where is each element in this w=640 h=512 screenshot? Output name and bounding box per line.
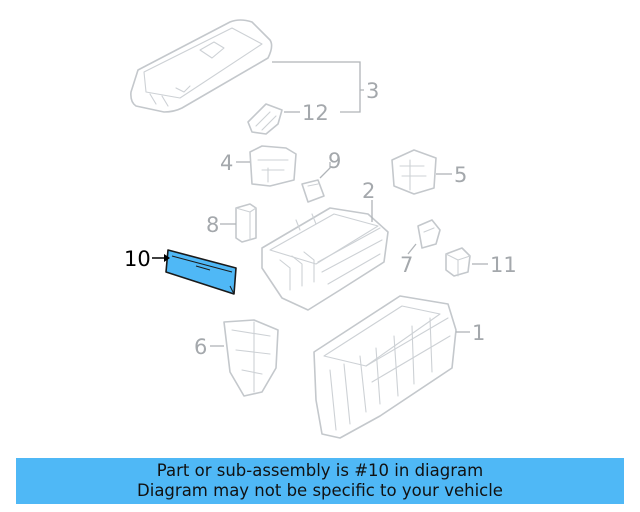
- part-9-fuse: [301, 179, 325, 203]
- arrow-10-icon: [164, 254, 170, 262]
- part-6-bracket: [223, 319, 279, 397]
- part-4-bracket: [249, 145, 297, 187]
- leader-3: [272, 61, 364, 113]
- part-1-tray: [313, 295, 457, 439]
- part-10-bracket-highlighted: [165, 249, 237, 295]
- callout-10: 10: [124, 247, 151, 271]
- callout-8: 8: [206, 213, 219, 237]
- callout-1: 1: [472, 321, 485, 345]
- callout-11: 11: [490, 253, 517, 277]
- part-2-fuse-box: [261, 207, 389, 311]
- parts-diagram: 3 12 4 9 5 8 2: [124, 19, 517, 439]
- part-7-clip: [417, 219, 441, 249]
- leader-9: [319, 162, 331, 179]
- part-5-relay-block: [391, 149, 437, 195]
- callout-9: 9: [328, 149, 341, 173]
- info-banner: Part or sub-assembly is #10 in diagram D…: [16, 458, 624, 504]
- callout-5: 5: [454, 163, 467, 187]
- callout-3: 3: [366, 79, 379, 103]
- callout-6: 6: [194, 335, 207, 359]
- part-3-cover: [130, 19, 273, 113]
- banner-line-1: Part or sub-assembly is #10 in diagram: [156, 461, 484, 480]
- callout-4: 4: [220, 151, 233, 175]
- part-11-relay: [445, 247, 471, 277]
- callout-12: 12: [302, 101, 329, 125]
- callout-7: 7: [400, 253, 413, 277]
- part-12-clip: [247, 103, 283, 135]
- banner-line-2: Diagram may not be specific to your vehi…: [137, 481, 503, 500]
- part-8-relay: [235, 203, 257, 243]
- callout-2: 2: [362, 179, 375, 203]
- leader-7: [407, 243, 417, 255]
